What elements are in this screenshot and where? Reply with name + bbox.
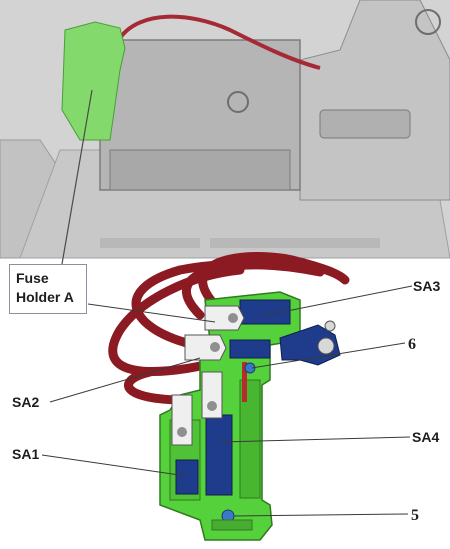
cables <box>108 252 350 405</box>
battery-base <box>109 149 291 191</box>
leader-5 <box>233 513 409 517</box>
cable-4 <box>108 265 245 377</box>
label-item6: 6 <box>408 336 416 353</box>
cable-top <box>118 14 321 70</box>
leader-6 <box>251 342 406 369</box>
terminal-1 <box>204 305 245 331</box>
terminal-3-bolt <box>207 401 217 411</box>
floor-grille-left <box>100 238 200 248</box>
fuse-sa4 <box>205 414 233 496</box>
terminal-bolt <box>317 337 335 355</box>
callout-line-2: Holder A <box>16 289 74 305</box>
fuse-holder-detail <box>108 252 350 541</box>
fuse-holder-callout: Fuse Holder A <box>9 264 87 314</box>
leader-lines <box>41 285 413 517</box>
label-sa1: SA1 <box>12 446 39 462</box>
leader-sa2 <box>49 357 201 403</box>
console-slot <box>319 109 411 139</box>
housing-foot <box>211 519 253 531</box>
vehicle-view <box>0 0 450 265</box>
terminal-1-bolt <box>228 313 238 323</box>
battery-cap <box>227 91 249 113</box>
label-sa4: SA4 <box>412 429 439 445</box>
terminal-2-bolt <box>210 342 220 352</box>
terminal-stud <box>324 320 336 332</box>
fuse-sa2 <box>229 339 271 359</box>
terminal-3 <box>201 371 223 419</box>
terminal-4 <box>171 394 193 446</box>
terminal-bracket <box>279 324 341 366</box>
terminal-strip <box>242 362 247 402</box>
fuse-sa1 <box>175 459 199 495</box>
terminal-2 <box>184 334 227 361</box>
label-item5: 5 <box>411 507 419 524</box>
floor-grille-right <box>210 238 380 248</box>
leader-sa4 <box>219 436 411 443</box>
fuse-holder-leader <box>61 89 93 265</box>
fuse-holder-highlight <box>61 21 126 141</box>
terminal-4-bolt <box>177 427 187 437</box>
label-sa2: SA2 <box>12 394 39 410</box>
console-knob <box>415 9 441 35</box>
housing-rail <box>239 379 261 499</box>
cable-3 <box>131 259 325 350</box>
seat-console <box>299 0 450 201</box>
leader-sa1 <box>41 454 187 477</box>
cable-terminals <box>171 305 245 446</box>
callout-line-1: Fuse <box>16 270 49 286</box>
label-sa3: SA3 <box>413 278 440 294</box>
leader-fuse-holder-a <box>87 303 216 323</box>
leader-sa3 <box>261 285 413 317</box>
